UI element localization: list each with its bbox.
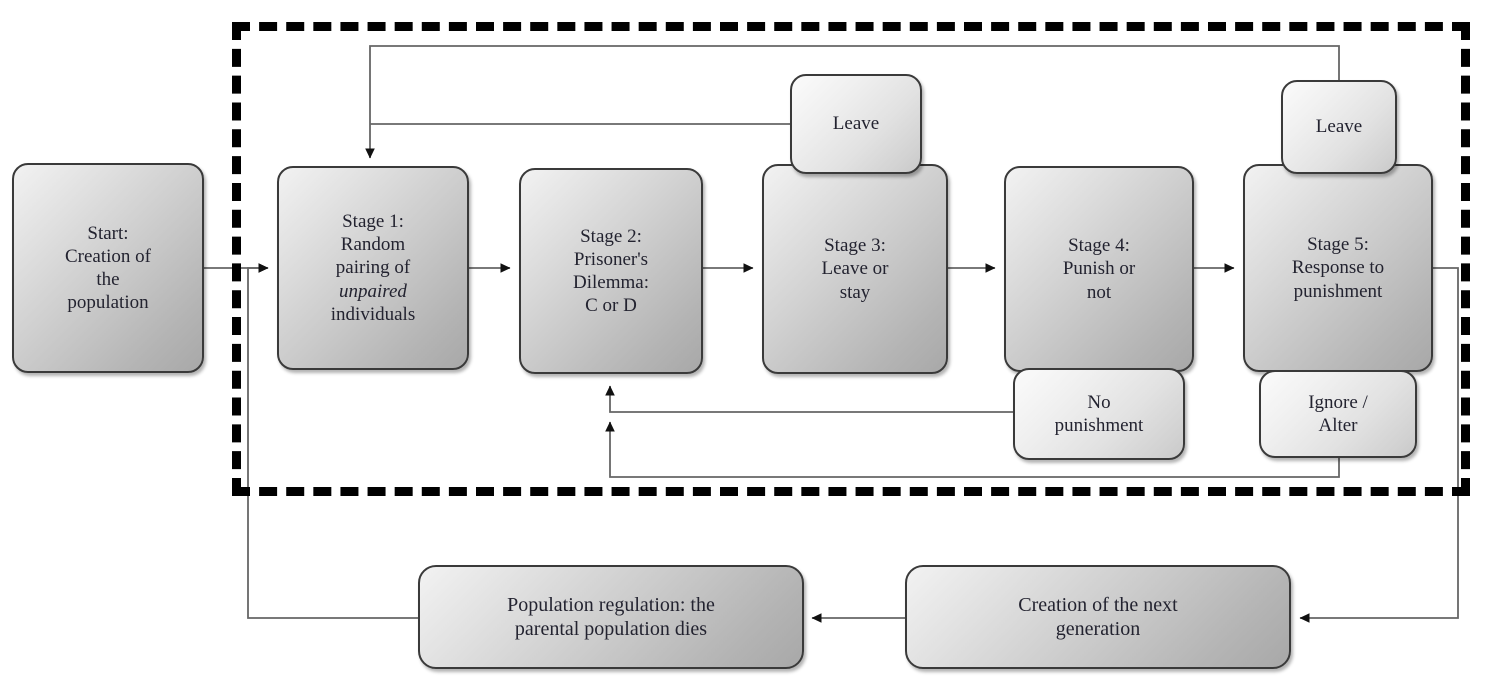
node-stage-4[interactable]: Stage 4: Punish or not: [1004, 166, 1194, 372]
node-stage-5[interactable]: Stage 5: Response to punishment: [1243, 164, 1433, 372]
node-stage-5-label: Stage 5: Response to punishment: [1291, 234, 1385, 302]
node-stage-2-label: Stage 2: Prisoner's Dilemma: C or D: [573, 225, 649, 317]
node-next-generation-label: Creation of the next generation: [1018, 593, 1178, 640]
node-stage-1[interactable]: Stage 1: Random pairing of unpaired indi…: [277, 166, 469, 370]
node-stage-3-leave[interactable]: Leave: [790, 74, 922, 174]
node-stage-5-ignore-alter-label: Ignore / Alter: [1308, 391, 1368, 436]
node-start-label: Start: Creation of the population: [64, 222, 151, 314]
generation-loop-boundary: [232, 22, 1470, 496]
node-population-regulation[interactable]: Population regulation: the parental popu…: [418, 565, 804, 669]
node-population-regulation-label: Population regulation: the parental popu…: [507, 593, 715, 640]
node-stage-4-label: Stage 4: Punish or not: [1062, 235, 1136, 303]
node-stage-5-ignore-alter[interactable]: Ignore / Alter: [1259, 370, 1417, 458]
node-stage-3-leave-label: Leave: [832, 113, 880, 135]
node-stage-4-no-punishment-label: No punishment: [1054, 391, 1144, 436]
node-start[interactable]: Start: Creation of the population: [12, 163, 204, 373]
node-stage-5-leave[interactable]: Leave: [1281, 80, 1397, 174]
node-stage-3-label: Stage 3: Leave or stay: [821, 235, 889, 303]
node-stage-3[interactable]: Stage 3: Leave or stay: [762, 164, 948, 374]
node-stage-2[interactable]: Stage 2: Prisoner's Dilemma: C or D: [519, 168, 703, 374]
node-stage-5-leave-label: Leave: [1315, 116, 1363, 138]
node-stage-4-no-punishment[interactable]: No punishment: [1013, 368, 1185, 460]
node-stage-1-label: Stage 1: Random pairing of unpaired indi…: [330, 211, 416, 325]
node-next-generation[interactable]: Creation of the next generation: [905, 565, 1291, 669]
